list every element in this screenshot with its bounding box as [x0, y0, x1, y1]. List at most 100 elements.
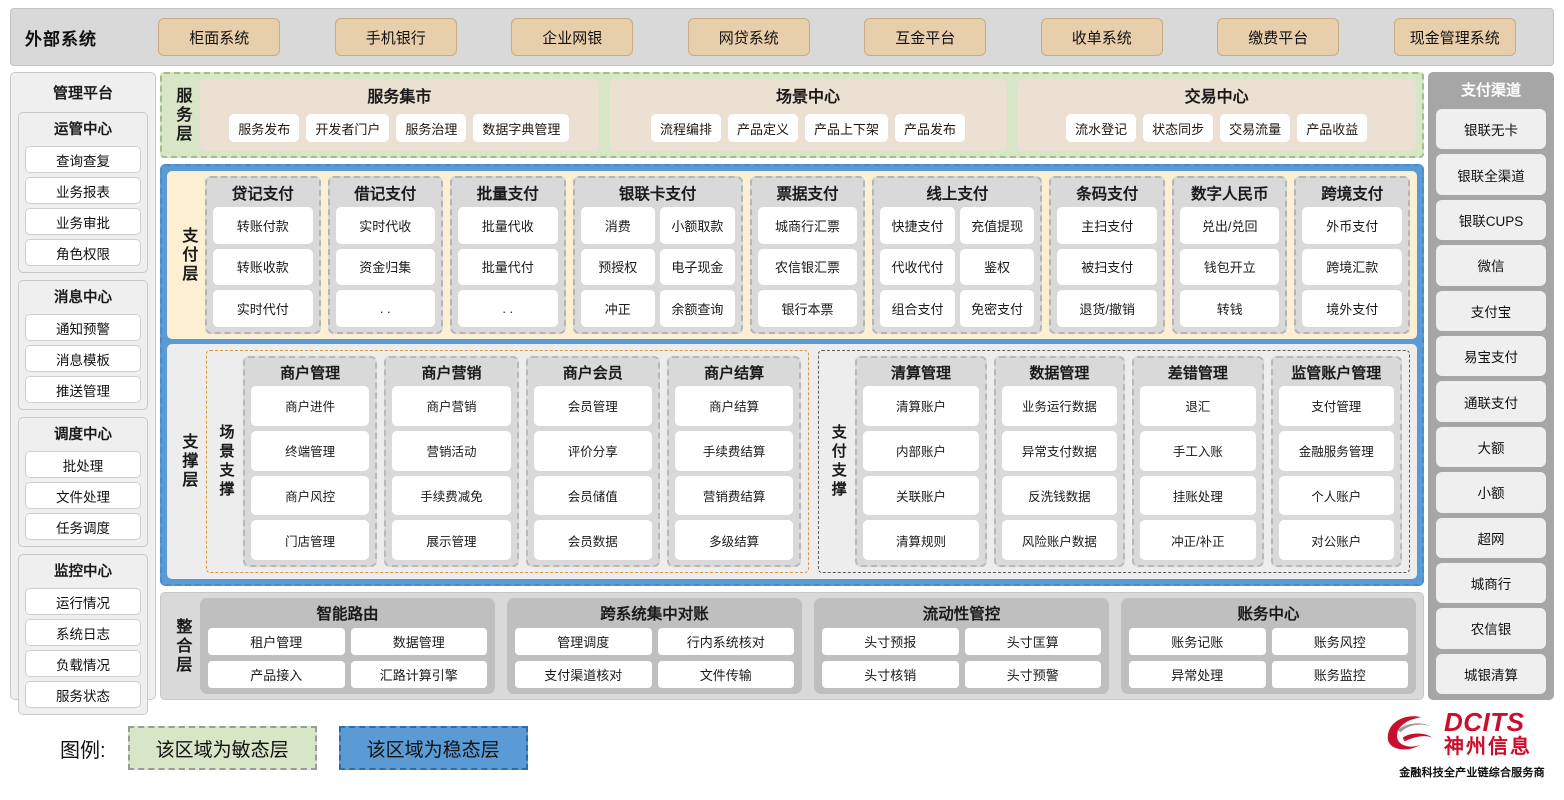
management-item[interactable]: 业务报表	[25, 177, 141, 204]
integration-chip[interactable]: 数据管理	[350, 628, 487, 655]
management-item[interactable]: 文件处理	[25, 482, 141, 509]
support-chip[interactable]: 手续费结算	[674, 430, 794, 471]
support-chip[interactable]: 会员储值	[533, 475, 652, 516]
support-chip[interactable]: 会员管理	[533, 386, 652, 426]
payment-chip[interactable]: 批量代收	[458, 207, 558, 244]
integration-chip[interactable]: 头寸匡算	[964, 628, 1101, 655]
integration-chip[interactable]: 产品接入	[208, 661, 345, 688]
support-chip[interactable]: 反洗钱数据	[1001, 475, 1118, 516]
support-chip[interactable]: 评价分享	[533, 430, 652, 471]
integration-chip[interactable]: 租户管理	[208, 628, 345, 655]
payment-chip[interactable]: 批量代付	[458, 248, 558, 286]
payment-chip[interactable]: 跨境汇款	[1302, 248, 1402, 286]
payment-channel-item[interactable]: 微信	[1436, 245, 1546, 286]
support-chip[interactable]: 内部账户	[863, 430, 979, 471]
external-system-chip[interactable]: 手机银行	[334, 18, 457, 56]
payment-channel-item[interactable]: 城银清算	[1436, 653, 1546, 695]
payment-channel-item[interactable]: 超网	[1436, 517, 1546, 558]
payment-channel-item[interactable]: 小额	[1436, 472, 1546, 513]
management-item[interactable]: 运行情况	[25, 588, 141, 615]
support-chip[interactable]: 个人账户	[1278, 475, 1394, 516]
external-system-chip[interactable]: 收单系统	[1040, 18, 1163, 56]
integration-chip[interactable]: 账务风控	[1271, 628, 1408, 655]
payment-channel-item[interactable]: 银联CUPS	[1436, 199, 1546, 241]
management-item[interactable]: 批处理	[25, 451, 141, 478]
payment-chip[interactable]: 资金归集	[335, 248, 435, 286]
support-chip[interactable]: 商户进件	[251, 386, 370, 426]
payment-chip[interactable]: 钱包开立	[1179, 248, 1280, 286]
service-chip[interactable]: 服务治理	[396, 114, 467, 142]
payment-chip[interactable]: 消费	[580, 207, 656, 244]
management-item[interactable]: 推送管理	[25, 376, 141, 403]
service-chip[interactable]: 产品上下架	[805, 114, 889, 142]
payment-channel-item[interactable]: 大额	[1436, 426, 1546, 468]
payment-chip[interactable]: 银行本票	[757, 290, 858, 327]
external-system-chip[interactable]: 缴费平台	[1217, 18, 1340, 56]
integration-chip[interactable]: 行内系统核对	[657, 628, 794, 655]
payment-chip[interactable]: 实时代付	[213, 290, 313, 327]
support-chip[interactable]: 手工入账	[1140, 430, 1256, 471]
integration-chip[interactable]: 头寸预报	[822, 628, 959, 655]
payment-chip[interactable]: 余额查询	[660, 290, 735, 327]
payment-chip[interactable]: 小额取款	[660, 207, 735, 244]
management-item[interactable]: 通知预警	[25, 314, 141, 341]
service-chip[interactable]: 服务发布	[229, 114, 300, 142]
payment-chip[interactable]: 代收代付	[880, 248, 955, 286]
integration-chip[interactable]: 头寸预警	[964, 661, 1101, 688]
payment-chip[interactable]: 电子现金	[660, 248, 735, 286]
payment-channel-item[interactable]: 易宝支付	[1436, 335, 1546, 377]
payment-chip[interactable]: 预授权	[580, 248, 656, 286]
external-system-chip[interactable]: 柜面系统	[158, 18, 281, 56]
support-chip[interactable]: 清算账户	[863, 386, 979, 426]
support-chip[interactable]: 会员数据	[533, 520, 652, 560]
payment-channel-item[interactable]: 银联全渠道	[1436, 154, 1546, 195]
payment-chip[interactable]: 转账付款	[213, 207, 313, 244]
management-item[interactable]: 消息模板	[25, 345, 141, 372]
payment-channel-item[interactable]: 城商行	[1436, 562, 1546, 604]
management-item[interactable]: 服务状态	[25, 681, 141, 708]
external-system-chip[interactable]: 网贷系统	[687, 18, 810, 56]
support-chip[interactable]: 异常支付数据	[1001, 430, 1118, 471]
payment-channel-item[interactable]: 通联支付	[1436, 381, 1546, 422]
support-chip[interactable]: 挂账处理	[1140, 475, 1256, 516]
payment-chip[interactable]: 转账收款	[213, 248, 313, 286]
support-chip[interactable]: 门店管理	[251, 520, 370, 560]
payment-chip[interactable]: 快捷支付	[880, 207, 955, 244]
service-chip[interactable]: 开发者门户	[306, 114, 390, 142]
service-chip[interactable]: 产品收益	[1297, 114, 1368, 142]
payment-chip[interactable]: 农信银汇票	[757, 248, 858, 286]
payment-chip[interactable]: . .	[458, 290, 558, 327]
integration-chip[interactable]: 汇路计算引擎	[350, 661, 487, 688]
service-chip[interactable]: 产品发布	[895, 114, 966, 142]
external-system-chip[interactable]: 互金平台	[864, 18, 987, 56]
integration-chip[interactable]: 账务监控	[1271, 661, 1408, 688]
payment-chip[interactable]: 充值提现	[959, 207, 1035, 244]
management-item[interactable]: 业务审批	[25, 208, 141, 235]
support-chip[interactable]: 营销活动	[392, 430, 511, 471]
support-chip[interactable]: 对公账户	[1278, 520, 1394, 560]
payment-chip[interactable]: 转钱	[1179, 290, 1280, 327]
payment-chip[interactable]: 城商行汇票	[757, 207, 858, 244]
integration-chip[interactable]: 管理调度	[515, 628, 652, 655]
management-item[interactable]: 查询查复	[25, 146, 141, 173]
payment-channel-item[interactable]: 支付宝	[1436, 290, 1546, 331]
support-chip[interactable]: 商户风控	[251, 475, 370, 516]
service-chip[interactable]: 流水登记	[1066, 114, 1137, 142]
support-chip[interactable]: 支付管理	[1278, 386, 1394, 426]
integration-chip[interactable]: 文件传输	[657, 661, 794, 688]
support-chip[interactable]: 商户结算	[674, 386, 794, 426]
support-chip[interactable]: 营销费结算	[674, 475, 794, 516]
management-item[interactable]: 系统日志	[25, 619, 141, 646]
payment-chip[interactable]: 境外支付	[1302, 290, 1402, 327]
support-chip[interactable]: 终端管理	[251, 430, 370, 471]
service-chip[interactable]: 数据字典管理	[473, 114, 570, 142]
integration-chip[interactable]: 异常处理	[1129, 661, 1266, 688]
support-chip[interactable]: 金融服务管理	[1278, 430, 1394, 471]
payment-chip[interactable]: 鉴权	[959, 248, 1035, 286]
payment-chip[interactable]: 被扫支付	[1057, 248, 1157, 286]
payment-channel-item[interactable]: 农信银	[1436, 608, 1546, 649]
external-system-chip[interactable]: 企业网银	[511, 18, 634, 56]
support-chip[interactable]: 风险账户数据	[1001, 520, 1118, 560]
service-chip[interactable]: 产品定义	[727, 114, 798, 142]
support-chip[interactable]: 清算规则	[863, 520, 979, 560]
